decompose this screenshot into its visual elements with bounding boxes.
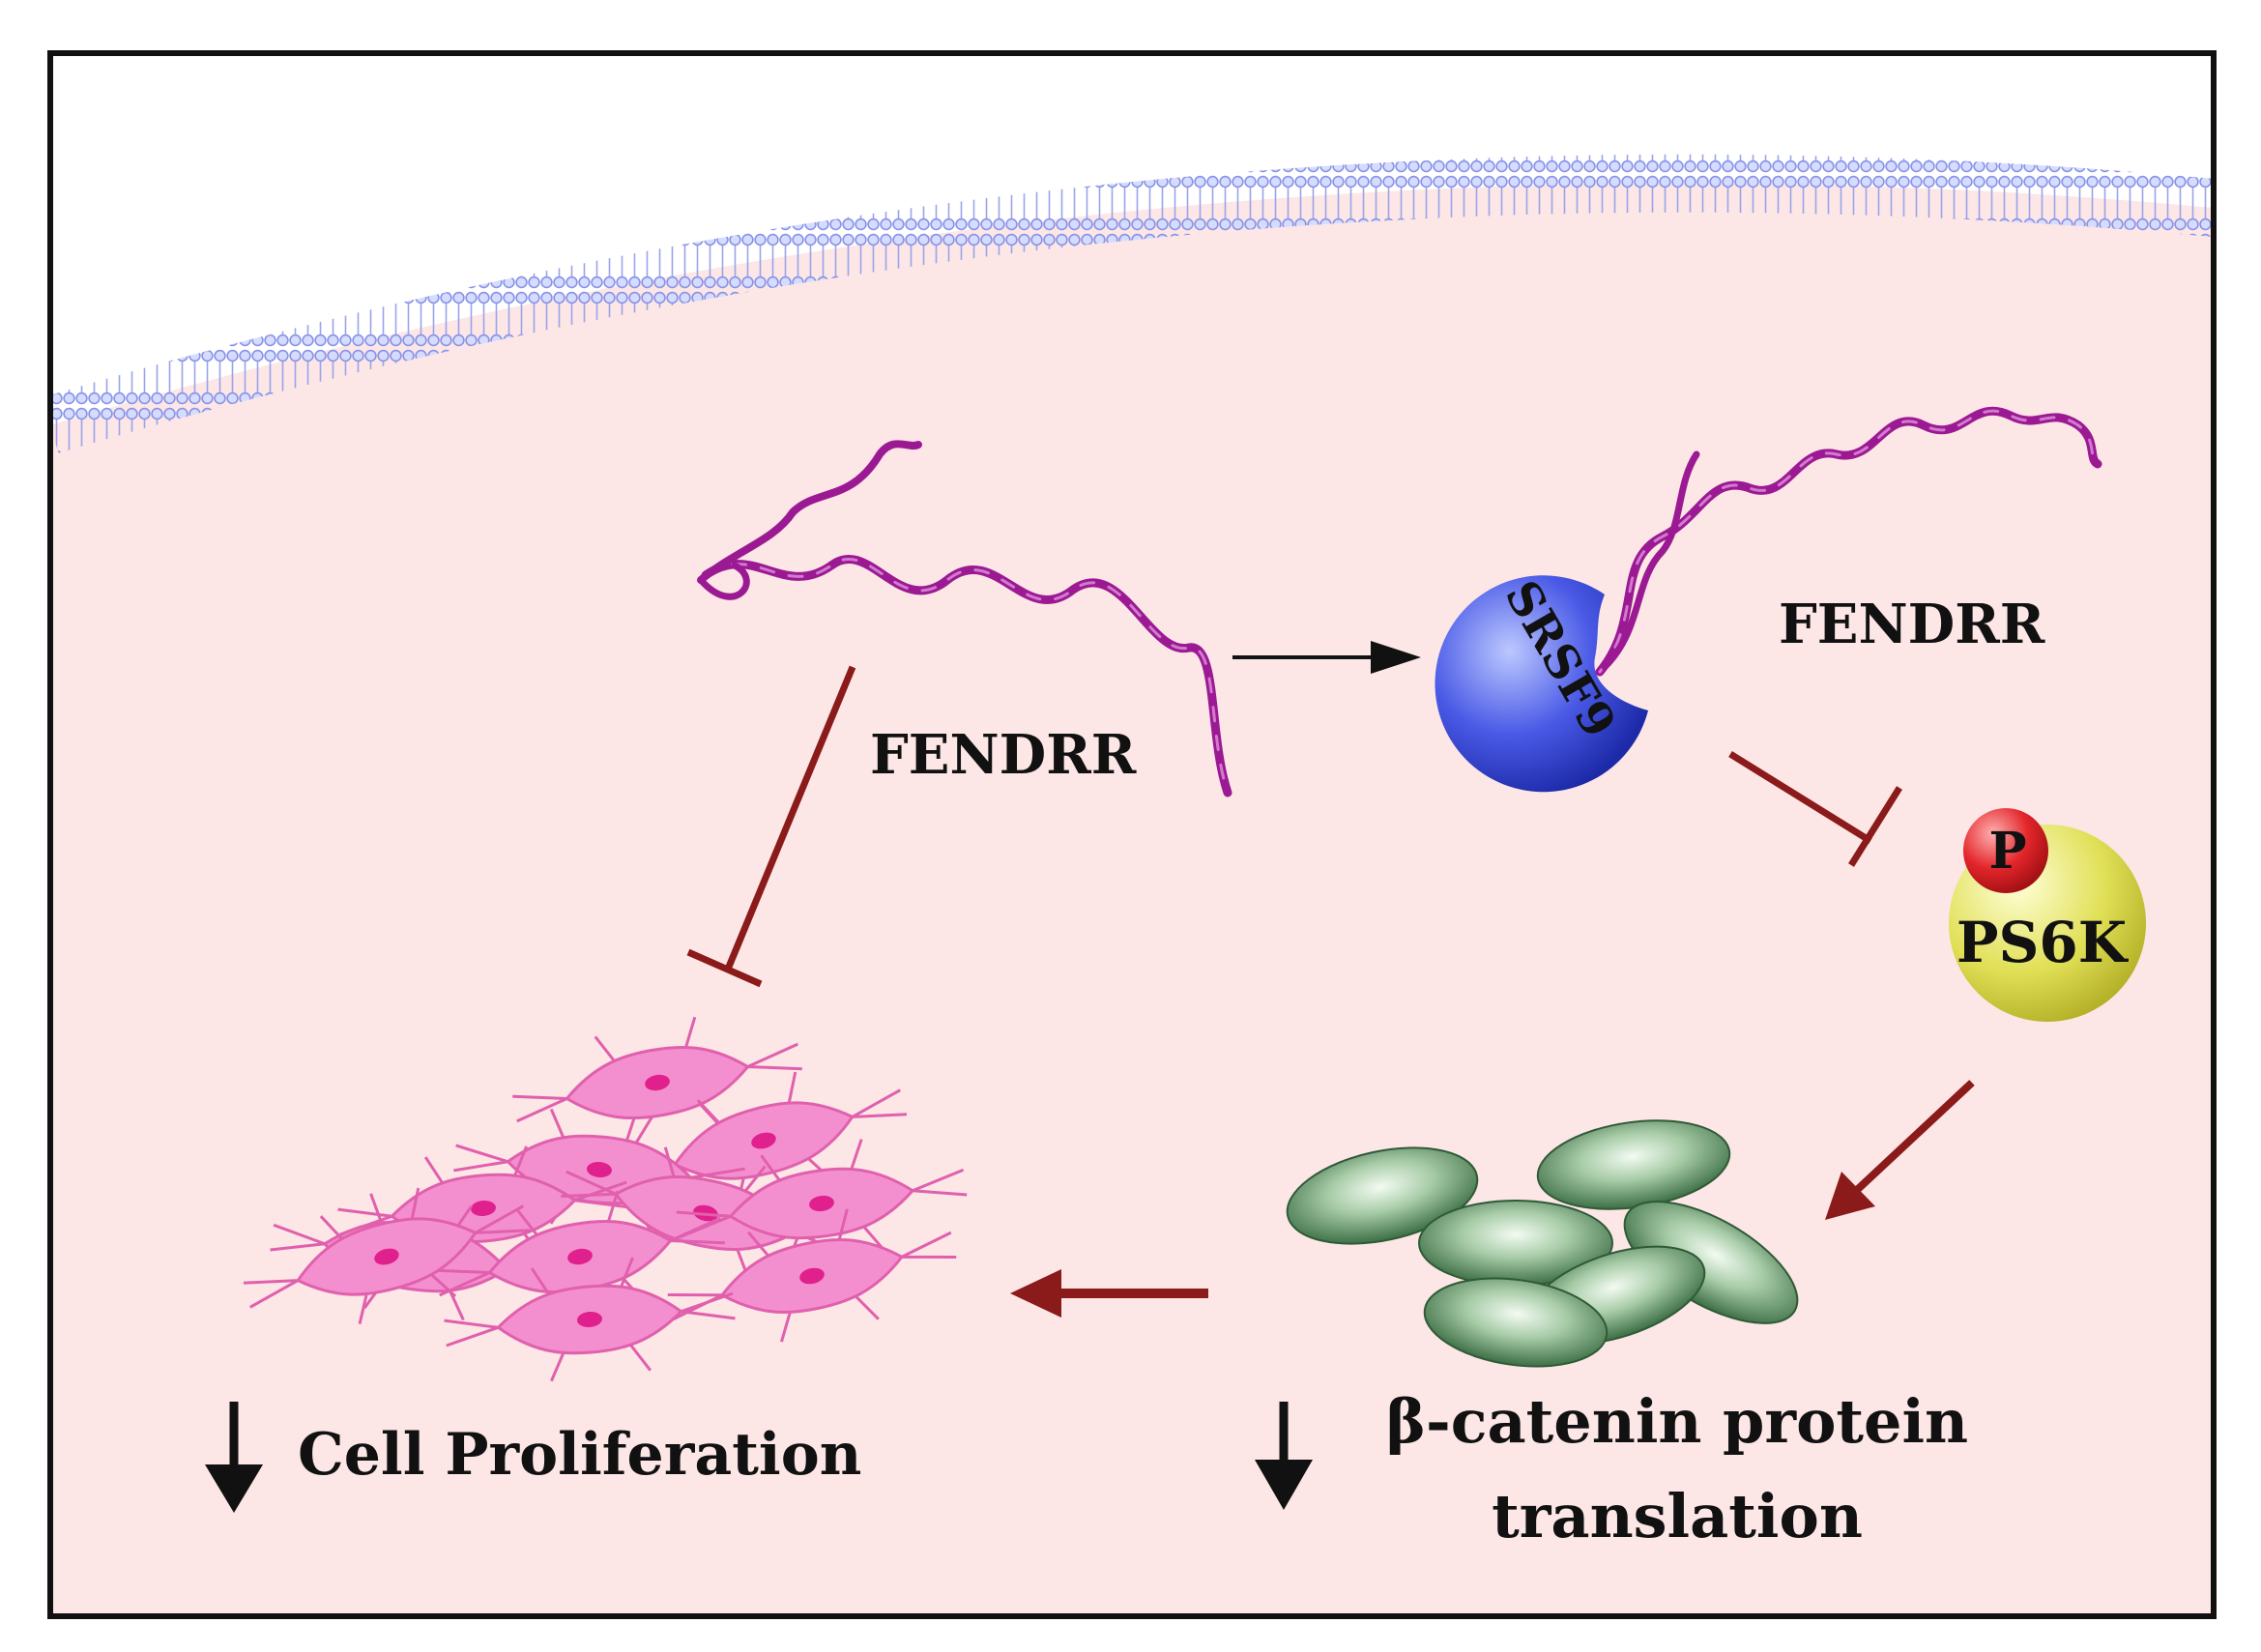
phospho-p-icon: P [1963, 808, 2048, 893]
activation-arrow-icon [1010, 1269, 1208, 1318]
activation-arrow-icon [1825, 1080, 1975, 1220]
ps6k-label: PS6K [1957, 910, 2130, 975]
beta-catenin-label-line2: translation [1492, 1481, 1863, 1551]
cell-proliferation-label: Cell Proliferation [298, 1421, 861, 1489]
rna-strand-icon [697, 440, 1232, 797]
fendrr-label-left: FENDRR [870, 723, 1137, 787]
down-arrow-icon [205, 1402, 263, 1513]
cell-membrane [50, 154, 2214, 453]
figure-frame [47, 50, 2217, 1619]
activation-arrow-icon [1232, 641, 1421, 674]
rna-strand-icon [1595, 406, 2102, 677]
beta-catenin-icon [1286, 1119, 1799, 1368]
phospho-label: P [1988, 822, 2026, 881]
inhibition-arrow-icon [1728, 751, 1902, 867]
beta-catenin-label-line1: β-catenin protein [1386, 1386, 1968, 1457]
fendrr-label-right: FENDRR [1779, 593, 2045, 656]
down-arrow-icon [1255, 1402, 1313, 1510]
inhibition-arrow-icon [686, 665, 856, 988]
